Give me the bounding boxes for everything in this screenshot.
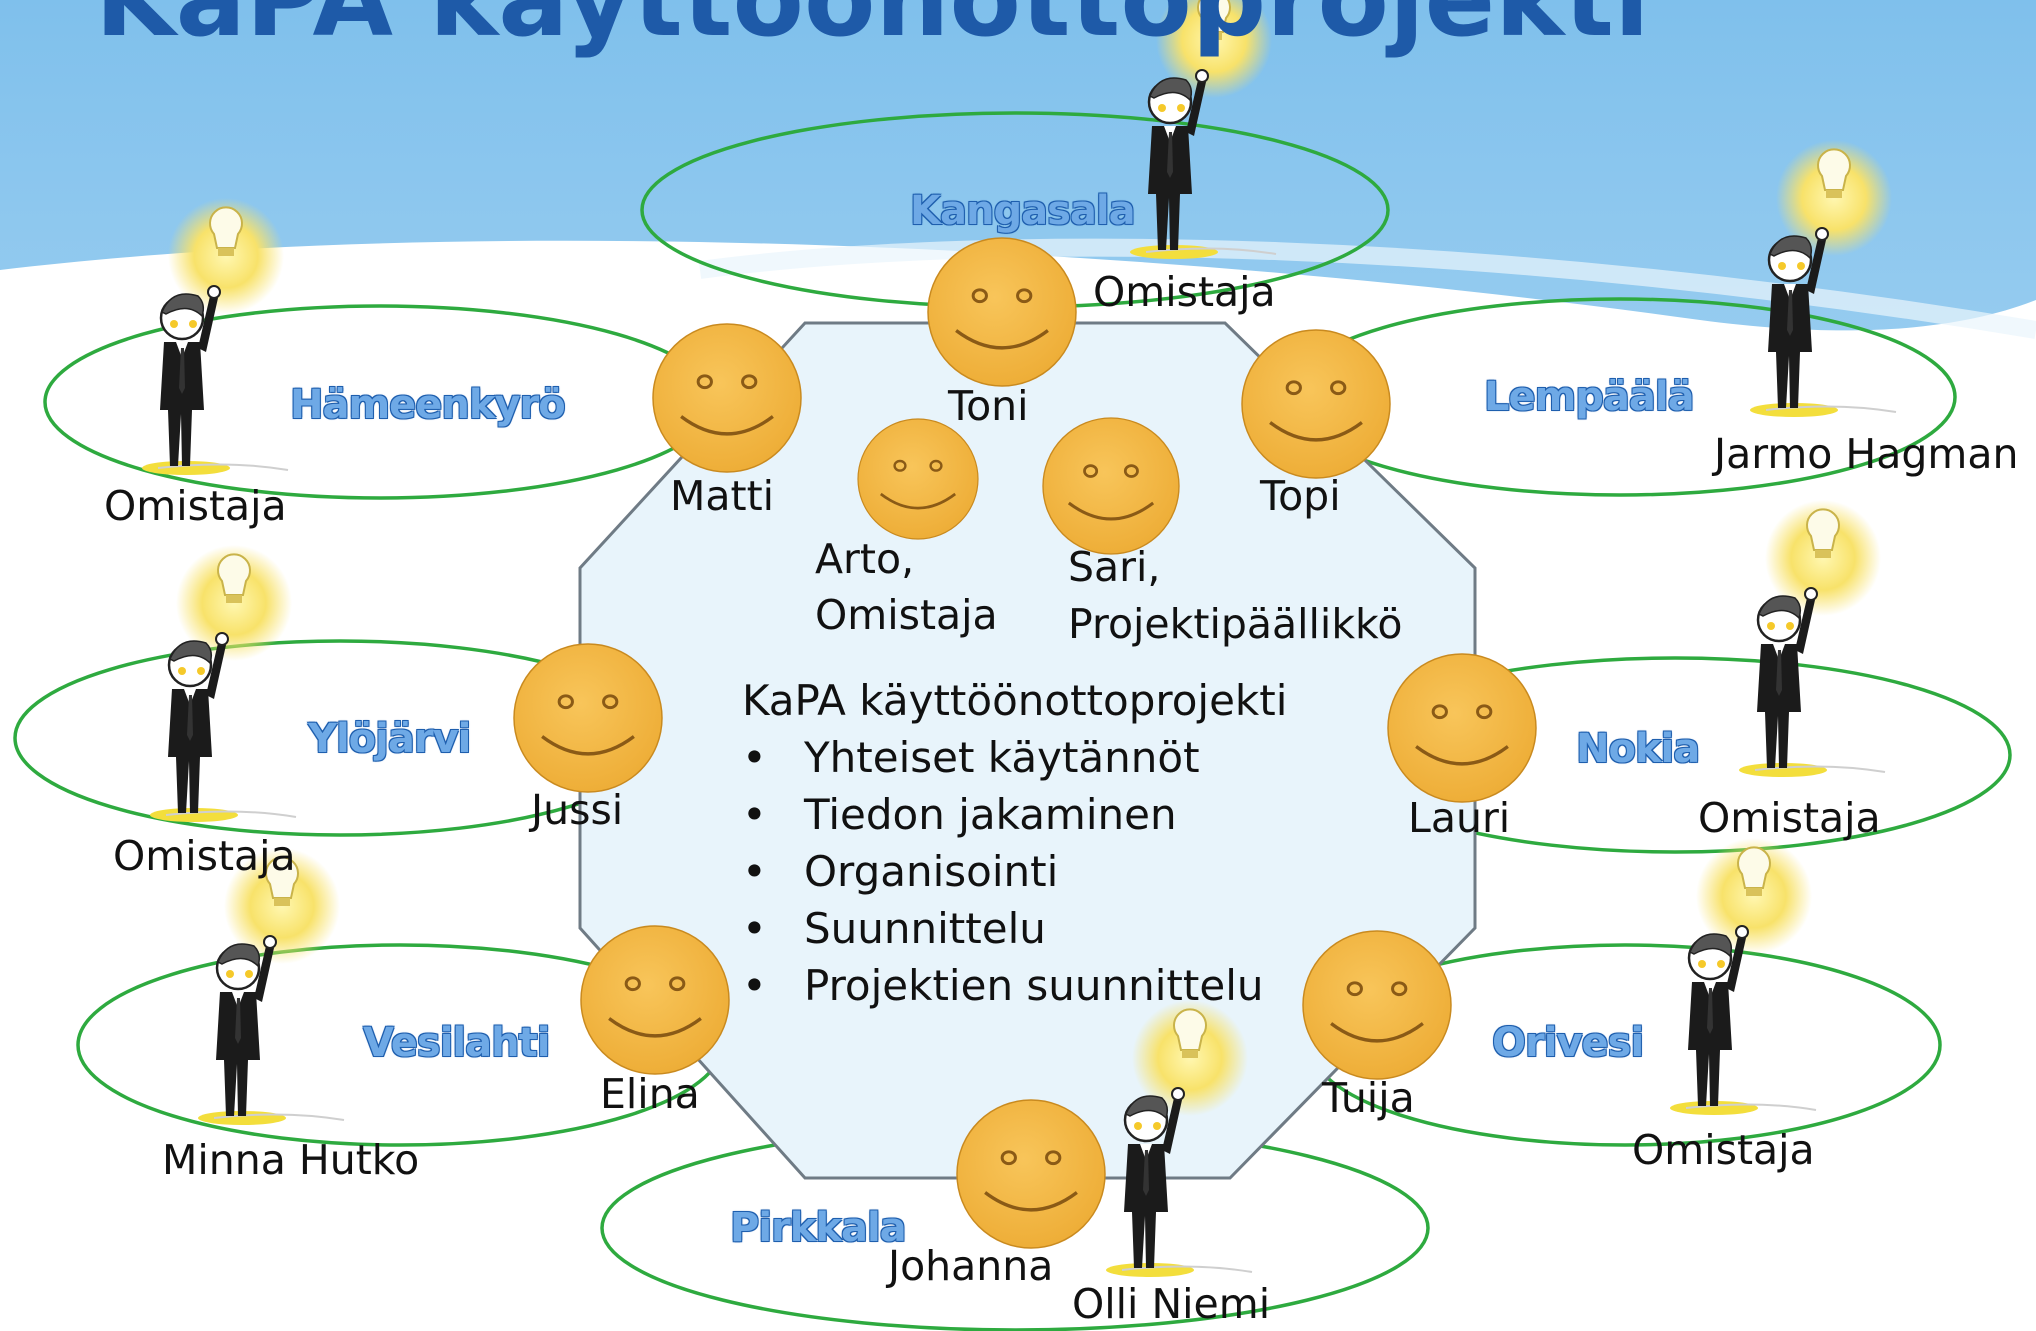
page-title: KaPA käyttöönottoprojekti bbox=[95, 0, 1650, 60]
member-label-topi: Topi bbox=[1260, 472, 1341, 520]
member-label-lauri: Lauri bbox=[1408, 794, 1511, 842]
owner-label-hameenkyro: Omistaja bbox=[104, 482, 287, 530]
project-description: KaPA käyttöönottoprojekti Yhteiset käytä… bbox=[742, 672, 1287, 1014]
muni-label-lempaala: Lempäälä bbox=[1484, 374, 1695, 420]
member-label-tuija: Tuija bbox=[1322, 1074, 1415, 1122]
smiley-arto bbox=[856, 417, 980, 541]
member-label-matti: Matti bbox=[670, 472, 775, 520]
member-label-arto: Arto, bbox=[815, 535, 915, 583]
task-item: Yhteiset käytännöt bbox=[742, 729, 1287, 786]
member-label-jussi: Jussi bbox=[531, 786, 624, 834]
muni-label-vesilahti: Vesilahti bbox=[363, 1020, 550, 1066]
owner-label-vesilahti: Minna Hutko bbox=[162, 1136, 420, 1184]
owner-label-orivesi: Omistaja bbox=[1632, 1126, 1815, 1174]
muni-label-kangasala: Kangasala bbox=[910, 188, 1136, 234]
muni-label-pirkkala: Pirkkala bbox=[730, 1205, 907, 1251]
owner-label-ylojarvi: Omistaja bbox=[113, 832, 296, 880]
project-heading: KaPA käyttöönottoprojekti bbox=[742, 676, 1288, 725]
smiley-lauri bbox=[1386, 652, 1538, 804]
task-item: Organisointi bbox=[742, 843, 1287, 900]
smiley-matti bbox=[651, 322, 803, 474]
member-label-johanna: Johanna bbox=[888, 1242, 1054, 1290]
smiley-toni bbox=[926, 236, 1078, 388]
owner-label-pirkkala: Olli Niemi bbox=[1072, 1280, 1271, 1328]
member-label-sari: Sari, bbox=[1068, 543, 1161, 591]
smiley-sari bbox=[1041, 416, 1181, 556]
owner-label-lempaala: Jarmo Hagman bbox=[1714, 430, 2019, 478]
task-item: Tiedon jakaminen bbox=[742, 786, 1287, 843]
muni-label-orivesi: Orivesi bbox=[1492, 1020, 1644, 1066]
member-label-toni: Toni bbox=[948, 382, 1029, 430]
muni-label-ylojarvi: Ylöjärvi bbox=[308, 716, 471, 762]
smiley-elina bbox=[579, 924, 731, 1076]
member-label-arto-role: Omistaja bbox=[815, 591, 998, 639]
muni-label-hameenkyro: Hämeenkyrö bbox=[290, 382, 566, 428]
member-label-sari-role: Projektipäällikkö bbox=[1068, 600, 1403, 648]
smiley-johanna bbox=[955, 1098, 1107, 1250]
smiley-tuija bbox=[1301, 929, 1453, 1081]
owner-label-kangasala: Omistaja bbox=[1093, 268, 1276, 316]
task-item: Suunnittelu bbox=[742, 900, 1287, 957]
smiley-jussi bbox=[512, 642, 664, 794]
project-task-list: Yhteiset käytännöt Tiedon jakaminen Orga… bbox=[742, 729, 1287, 1014]
muni-label-nokia: Nokia bbox=[1576, 726, 1700, 772]
owner-label-nokia: Omistaja bbox=[1698, 794, 1881, 842]
smiley-topi bbox=[1240, 328, 1392, 480]
member-label-elina: Elina bbox=[600, 1070, 700, 1118]
task-item: Projektien suunnittelu bbox=[742, 957, 1287, 1014]
